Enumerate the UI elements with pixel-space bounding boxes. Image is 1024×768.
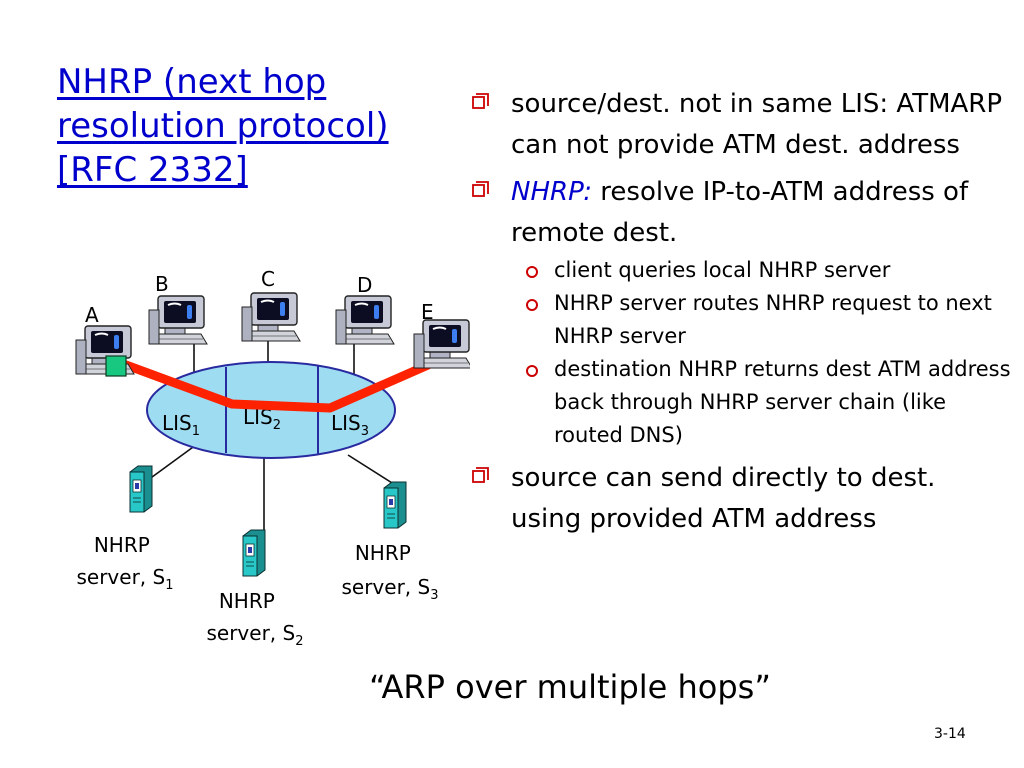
host-label-d: D bbox=[357, 273, 372, 297]
computer-workstation-icon bbox=[335, 295, 395, 345]
slide-caption: “ARP over multiple hops” bbox=[369, 668, 771, 706]
bullet-text: resolve IP-to-ATM address of remote dest… bbox=[511, 177, 969, 248]
host-label-a: A bbox=[85, 303, 99, 327]
sub-bullet-item: NHRP server routes NHRP request to next … bbox=[509, 287, 1013, 353]
nhrp-resolution-path bbox=[121, 360, 433, 413]
bullet-list: source/dest. not in same LIS: ATMARP can… bbox=[468, 84, 1013, 546]
host-label-b: B bbox=[155, 272, 169, 296]
lis-label: LIS3 bbox=[331, 411, 369, 439]
sub-bullet-list: client queries local NHRP server NHRP se… bbox=[511, 254, 1013, 452]
server-label-s3: NHRP server, S3 bbox=[341, 541, 438, 603]
checkbox-bullet-icon bbox=[472, 93, 489, 109]
title-line-1: NHRP (next hop bbox=[57, 62, 327, 102]
checkbox-bullet-icon bbox=[472, 467, 489, 483]
server-tower-icon bbox=[242, 529, 266, 577]
bullet-item: source/dest. not in same LIS: ATMARP can… bbox=[468, 84, 1013, 166]
circle-bullet-icon bbox=[526, 266, 538, 278]
server-label-s1: NHRP server, S1 bbox=[76, 533, 173, 593]
bullet-item: NHRP: resolve IP-to-ATM address of remot… bbox=[468, 172, 1013, 452]
computer-workstation-icon bbox=[75, 325, 135, 377]
sub-bullet-text: destination NHRP returns dest ATM addres… bbox=[554, 357, 1011, 447]
bullet-emphasis: NHRP: bbox=[511, 177, 593, 207]
sub-bullet-text: NHRP server routes NHRP request to next … bbox=[554, 291, 992, 348]
nhrp-network-diagram: LIS1 LIS2 LIS3 A B C D E NHRP server, S1… bbox=[75, 267, 470, 649]
checkbox-bullet-icon bbox=[472, 181, 489, 197]
server-tower-icon bbox=[383, 481, 407, 529]
sub-bullet-item: client queries local NHRP server bbox=[509, 254, 1013, 287]
sub-bullet-text: client queries local NHRP server bbox=[554, 258, 891, 282]
computer-workstation-icon bbox=[148, 295, 208, 345]
bullet-text: source/dest. not in same LIS: ATMARP can… bbox=[511, 89, 1003, 160]
lis-label: LIS1 bbox=[162, 411, 200, 439]
bullet-text: source can send directly to dest. using … bbox=[511, 463, 936, 534]
title-line-2: resolution protocol) bbox=[57, 106, 389, 146]
circle-bullet-icon bbox=[526, 365, 538, 377]
bullet-item: source can send directly to dest. using … bbox=[468, 458, 1013, 540]
computer-workstation-icon bbox=[241, 292, 301, 342]
server-label-s2: NHRP server, S2 bbox=[206, 589, 303, 649]
circle-bullet-icon bbox=[526, 299, 538, 311]
title-line-3: [RFC 2332] bbox=[57, 150, 248, 190]
host-label-c: C bbox=[261, 267, 275, 291]
computer-workstation-icon bbox=[413, 319, 470, 369]
page-number: 3-14 bbox=[934, 726, 966, 742]
server-tower-icon bbox=[129, 465, 153, 513]
sub-bullet-item: destination NHRP returns dest ATM addres… bbox=[509, 353, 1013, 452]
host-label-e: E bbox=[421, 300, 434, 324]
link-line-s1 bbox=[147, 441, 201, 481]
slide-title: NHRP (next hop resolution protocol) [RFC… bbox=[57, 60, 457, 192]
